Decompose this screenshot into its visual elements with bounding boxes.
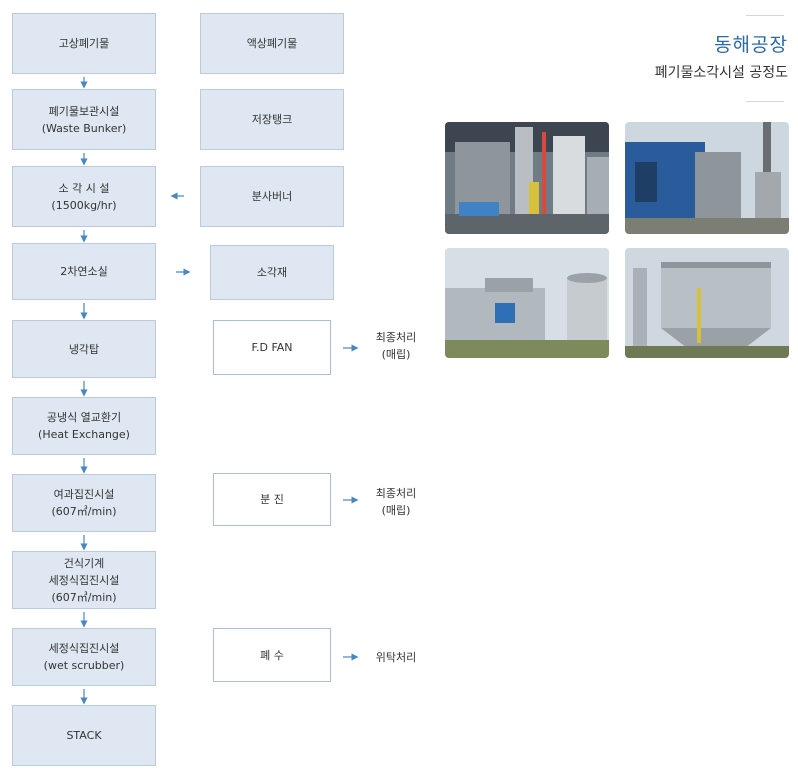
storage-tanks-photo <box>445 248 609 358</box>
process-box-solid-waste: 고상폐기물 <box>12 13 156 74</box>
incinerator-plant-photo <box>445 122 609 234</box>
process-label: 건식기계 <box>63 556 105 570</box>
process-label: 공냉식 열교환기 <box>46 411 122 424</box>
process-sublabel: (Waste Bunker) <box>41 121 127 135</box>
process-box-heat-exchanger: 공냉식 열교환기 (Heat Exchange) <box>12 397 156 455</box>
process-sublabel: (Heat Exchange) <box>38 428 130 441</box>
process-label: 분사버너 <box>251 190 293 203</box>
outcome-sublabel: (매립) <box>381 504 411 517</box>
outcome-sublabel: (매립) <box>381 348 411 361</box>
process-box-storage-tank: 저장탱크 <box>200 89 344 150</box>
outcome-final-landfill-1: 최종처리 (매립) <box>364 329 428 363</box>
process-sublabel: (1500kg/hr) <box>51 198 117 212</box>
outcome-outsourced: 위탁처리 <box>364 649 428 666</box>
process-box-stack: STACK <box>12 705 156 766</box>
process-box-secondary-combustion: 2차연소실 <box>12 243 156 300</box>
page-title: 동해공장 <box>714 34 788 56</box>
process-label: F.D FAN <box>251 341 293 354</box>
process-label: 냉각탑 <box>68 342 100 356</box>
bag-filter-photo <box>625 248 789 358</box>
process-box-wet-scrubber: 세정식집진시설 (wet scrubber) <box>12 628 156 686</box>
title-divider-bottom <box>746 101 784 102</box>
process-label: 액상폐기물 <box>246 37 298 50</box>
process-box-cooling-tower: 냉각탑 <box>12 320 156 378</box>
process-box-bag-filter: 여과집진시설 (607㎥/min) <box>12 474 156 532</box>
process-box-wastewater: 폐 수 <box>213 628 331 682</box>
outcome-label: 최종처리 <box>375 487 417 500</box>
outcome-final-landfill-2: 최종처리 (매립) <box>364 485 428 519</box>
process-box-incinerator: 소 각 시 설 (1500kg/hr) <box>12 166 156 227</box>
process-sublabel: (607㎥/min) <box>51 505 117 518</box>
process-label: 저장탱크 <box>251 113 293 126</box>
process-label: STACK <box>66 729 102 742</box>
process-label-2: 세정식집진시설 <box>48 573 120 587</box>
process-box-liquid-waste: 액상폐기물 <box>200 13 344 74</box>
process-label: 세정식집진시설 <box>48 642 120 655</box>
process-label: 소각재 <box>256 266 288 279</box>
process-label: 분 진 <box>260 493 284 506</box>
process-box-dust: 분 진 <box>213 473 331 526</box>
process-sublabel: (wet scrubber) <box>43 659 125 672</box>
process-label: 여과집진시설 <box>53 488 115 501</box>
process-box-fd-fan: F.D FAN <box>213 320 331 375</box>
process-label: 폐 수 <box>260 648 284 662</box>
outcome-label: 최종처리 <box>375 331 417 344</box>
page-subtitle: 폐기물소각시설 공정도 <box>654 65 788 81</box>
process-label: 2차연소실 <box>60 265 108 278</box>
flow-arrows <box>80 77 359 705</box>
process-box-dry-scrubber: 건식기계 세정식집진시설 (607㎥/min) <box>12 551 156 609</box>
process-sublabel: (607㎥/min) <box>51 590 117 604</box>
process-box-waste-bunker: 폐기물보관시설 (Waste Bunker) <box>12 89 156 150</box>
process-box-ash: 소각재 <box>210 245 334 300</box>
bunker-building-photo <box>625 122 789 234</box>
process-label: 폐기물보관시설 <box>48 104 120 118</box>
process-label: 소 각 시 설 <box>58 181 110 195</box>
process-box-spray-burner: 분사버너 <box>200 166 344 227</box>
process-label: 고상폐기물 <box>58 37 110 50</box>
title-divider-top <box>746 15 784 16</box>
outcome-label: 위탁처리 <box>375 651 417 664</box>
